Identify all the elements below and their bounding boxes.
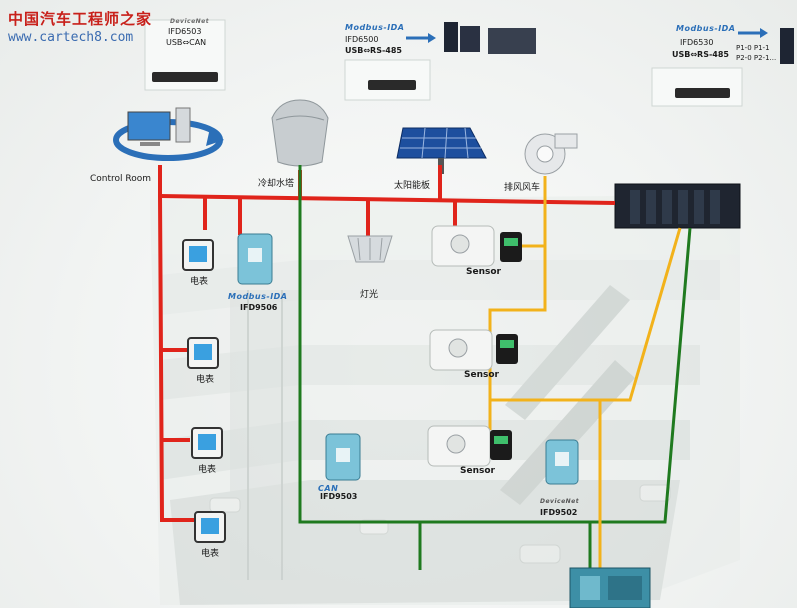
control-room-icon: [116, 108, 224, 158]
watermark-url: www.cartech8.com: [8, 30, 133, 45]
arrow-icon-1: [406, 33, 436, 43]
cooling-tower-icon: [272, 100, 328, 166]
module-3-model: IFD9502: [540, 508, 577, 517]
converter-3-port-row1: P1-0 P1-1: [736, 44, 770, 52]
sensor-icon: [428, 426, 512, 466]
hvac-unit-icon: [570, 568, 650, 608]
module-icon: [546, 440, 578, 484]
energy-meter-icon: [188, 338, 218, 368]
energy-meter-icon: [183, 240, 213, 270]
meter-label: 电表: [196, 372, 214, 385]
cooling-tower-label: 冷却水塔: [258, 176, 294, 189]
ceiling-light-icon: [348, 236, 392, 262]
sensor-icon: [432, 226, 522, 266]
sensor-label: Sensor: [464, 370, 499, 380]
converter-2-ports: USB⇔RS-485: [345, 46, 402, 55]
meter-label: 电表: [201, 546, 219, 559]
converter-2-model: IFD6500: [345, 35, 378, 44]
exhaust-fan-label: 排风风车: [504, 180, 540, 193]
converter-3-brand: Modbus-IDA: [676, 24, 736, 33]
module-1-brand: Modbus-IDA: [228, 292, 288, 301]
module-icon: [326, 434, 360, 480]
converter-1-model: IFD6503: [168, 27, 201, 36]
converter-2-brand: Modbus-IDA: [345, 23, 405, 32]
sensor-icon: [430, 330, 518, 370]
energy-meter-icon: [192, 428, 222, 458]
sensor-label: Sensor: [466, 267, 501, 277]
module-1-model: IFD9506: [240, 303, 277, 312]
module-icon: [238, 234, 272, 284]
converter-1-ports: USB⇔CAN: [166, 38, 206, 47]
converter-3-model: IFD6530: [680, 38, 713, 47]
converter-1-brand: DeviceNet: [170, 18, 209, 25]
solar-panel-label: 太阳能板: [394, 178, 430, 191]
converter-3-port-row2: P2-0 P2-1...: [736, 54, 776, 62]
arrow-icon-2: [738, 28, 768, 38]
meter-label: 电表: [198, 462, 216, 475]
converter-stand-2: [345, 60, 430, 100]
plc-controller-icon: [615, 184, 740, 228]
converter-3-ports: USB⇔RS-485: [672, 50, 729, 59]
lighting-label: 灯光: [360, 287, 378, 300]
converter-stand-3: [652, 68, 742, 106]
exhaust-fan-icon: [525, 134, 577, 174]
module-2-model: IFD9503: [320, 492, 357, 501]
sensor-label: Sensor: [460, 466, 495, 476]
module-3-brand: DeviceNet: [540, 498, 579, 505]
energy-meter-icon: [195, 512, 225, 542]
watermark-title: 中国汽车工程师之家: [8, 8, 152, 29]
meter-label: 电表: [190, 274, 208, 287]
control-room-label: Control Room: [90, 174, 151, 184]
